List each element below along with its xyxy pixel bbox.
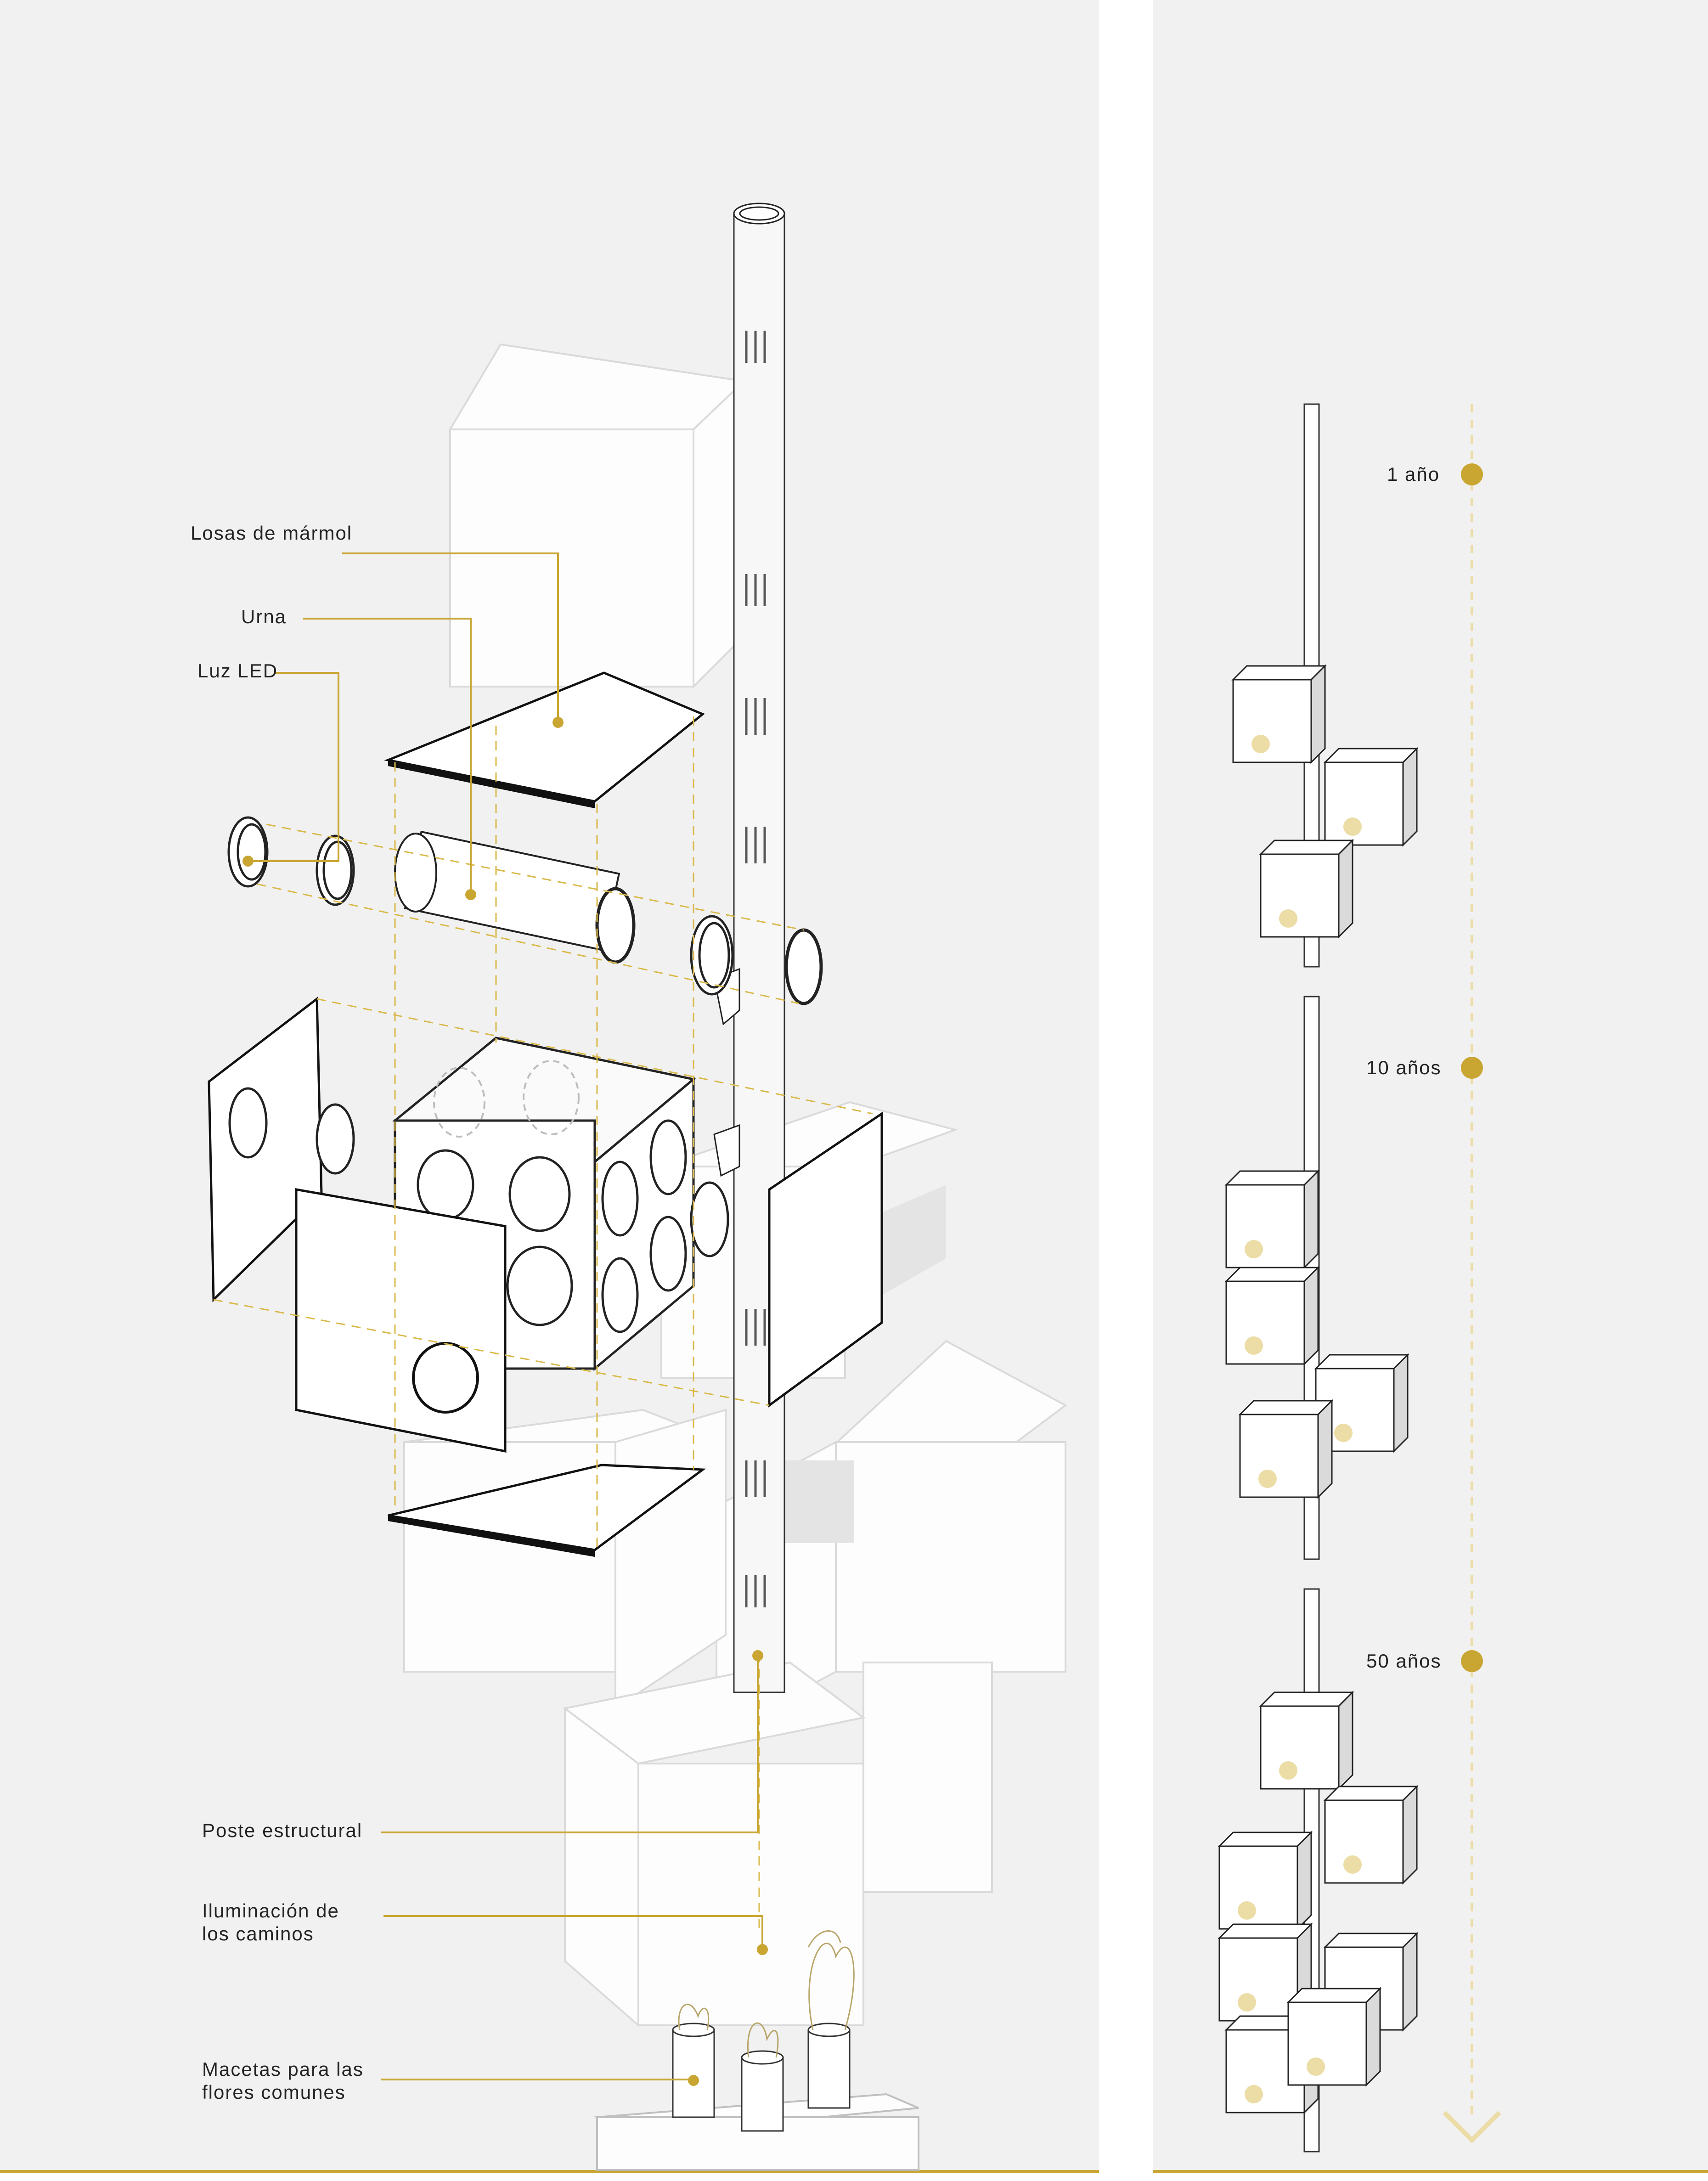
led-rings: [227, 816, 823, 1005]
timeline-markers: [1461, 463, 1483, 1672]
label-path-lighting-line2: los caminos: [202, 1923, 314, 1944]
growth-timeline-panel: [1153, 0, 1708, 2170]
right-wall-panel: [690, 1111, 883, 1408]
structural-post: [733, 203, 785, 1693]
front-wall-panel: [295, 1188, 507, 1453]
central-cube: [392, 1037, 696, 1371]
callout-labels: Losas de mármol Urna Luz LED Poste estru…: [191, 522, 364, 2103]
label-structural-post: Poste estructural: [202, 1820, 362, 1841]
chevron-down-icon: [1443, 2111, 1501, 2144]
urn-cylinder: [394, 830, 636, 964]
label-urn: Urna: [241, 606, 287, 627]
stage-1-urns: [1232, 665, 1418, 938]
assembly-guides: [213, 716, 873, 1929]
planters: [672, 2023, 851, 2132]
label-planters-line1: Macetas para las: [202, 2058, 364, 2080]
timeline-arrow: [1443, 2111, 1501, 2144]
label-planters-line2: flores comunes: [202, 2081, 346, 2103]
left-wall-panel: [208, 997, 355, 1302]
main-baseline: [0, 2170, 1099, 2173]
stage-label-3: 50 años: [1366, 1650, 1441, 1672]
marble-slab-bottom: [388, 1464, 706, 1557]
flowers: [678, 1930, 855, 2058]
marble-slab-top: [384, 671, 705, 808]
stage-2-urns: [1225, 1170, 1409, 1498]
stage-label-1: 1 año: [1387, 463, 1440, 485]
stage-label-2: 10 años: [1366, 1057, 1441, 1078]
label-led-light: Luz LED: [197, 660, 278, 682]
post-slots: [745, 331, 766, 1607]
timeline-labels: 1 año 10 años 50 años: [1366, 463, 1441, 1672]
callout-dots: [242, 717, 768, 2086]
side-baseline: [1153, 2170, 1708, 2173]
label-path-lighting-line1: Iluminación de: [202, 1900, 339, 1922]
label-marble-slabs: Losas de mármol: [191, 522, 352, 544]
